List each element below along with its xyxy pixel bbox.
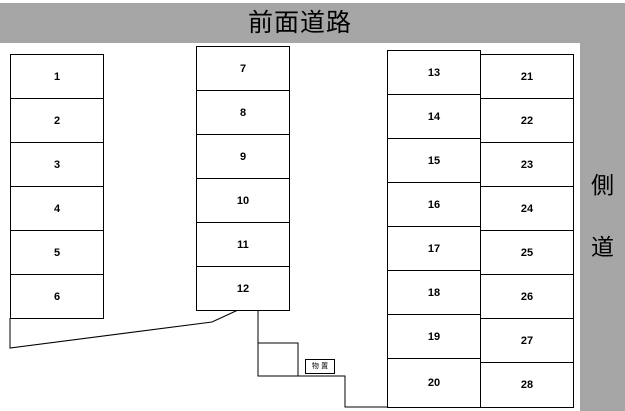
left-boundary-line — [9, 309, 239, 349]
parking-lot-21: 21 — [480, 54, 574, 99]
front-road — [0, 3, 625, 43]
parking-lot-12: 12 — [196, 266, 290, 311]
parking-lot-15: 15 — [387, 138, 481, 183]
parking-lot-13: 13 — [387, 50, 481, 95]
parking-lot-3: 3 — [10, 142, 104, 187]
parking-lot-25: 25 — [480, 230, 574, 275]
parking-lot-4: 4 — [10, 186, 104, 231]
side-road-label-2: 道 — [591, 235, 614, 261]
parking-lot-20: 20 — [387, 358, 481, 408]
parking-lot-18: 18 — [387, 270, 481, 315]
parking-lot-6: 6 — [10, 274, 104, 319]
parking-lot-9: 9 — [196, 134, 290, 179]
parking-lot-28: 28 — [480, 362, 574, 408]
parking-lot-14: 14 — [387, 94, 481, 139]
parking-lot-16: 16 — [387, 182, 481, 227]
parking-lot-22: 22 — [480, 98, 574, 143]
parking-lot-19: 19 — [387, 314, 481, 359]
utility-box — [257, 342, 299, 377]
parking-lot-23: 23 — [480, 142, 574, 187]
parking-lot-5: 5 — [10, 230, 104, 275]
side-road-label-1: 側 — [591, 173, 614, 199]
storage-shed: 物 置 — [305, 359, 335, 374]
parking-lot-11: 11 — [196, 222, 290, 267]
parking-lot-17: 17 — [387, 226, 481, 271]
parking-lot-1: 1 — [10, 54, 104, 99]
parking-lot-24: 24 — [480, 186, 574, 231]
front-road-label: 前面道路 — [247, 8, 352, 37]
parking-lot-2: 2 — [10, 98, 104, 143]
parking-lot-8: 8 — [196, 90, 290, 135]
parking-lot-26: 26 — [480, 274, 574, 319]
parking-lot-7: 7 — [196, 46, 290, 91]
parking-lot-27: 27 — [480, 318, 574, 363]
side-road — [580, 43, 625, 411]
parking-lot-10: 10 — [196, 178, 290, 223]
